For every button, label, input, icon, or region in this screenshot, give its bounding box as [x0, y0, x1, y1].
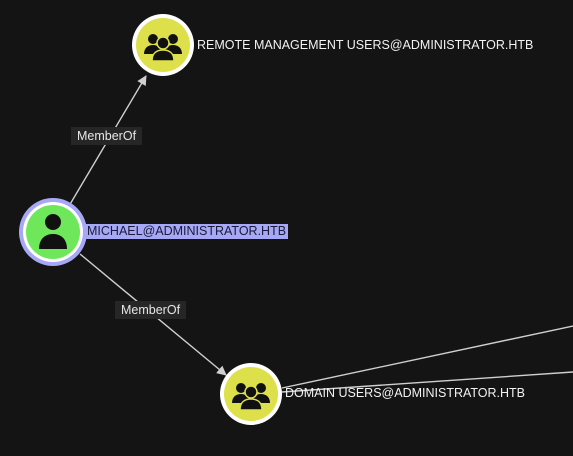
node-label-remote-management-users[interactable]: REMOTE MANAGEMENT USERS@ADMINISTRATOR.HT… [197, 38, 534, 52]
edge-label-memberof[interactable]: MemberOf [115, 301, 187, 319]
edge-offscreen-2[interactable] [281, 371, 573, 393]
node-label-michael[interactable]: MICHAEL@ADMINISTRATOR.HTB [85, 224, 289, 239]
group-icon [144, 34, 182, 62]
group-icon [232, 383, 270, 411]
node-label-domain-users[interactable]: DOMAIN USERS@ADMINISTRATOR.HTB [285, 386, 526, 400]
edge-label-memberof[interactable]: MemberOf [71, 127, 143, 145]
edge-offscreen-1[interactable] [281, 325, 573, 389]
node-domain-users[interactable] [220, 363, 282, 425]
user-icon [39, 214, 67, 249]
node-remote-management-users[interactable] [132, 14, 194, 76]
node-michael[interactable] [19, 198, 87, 266]
